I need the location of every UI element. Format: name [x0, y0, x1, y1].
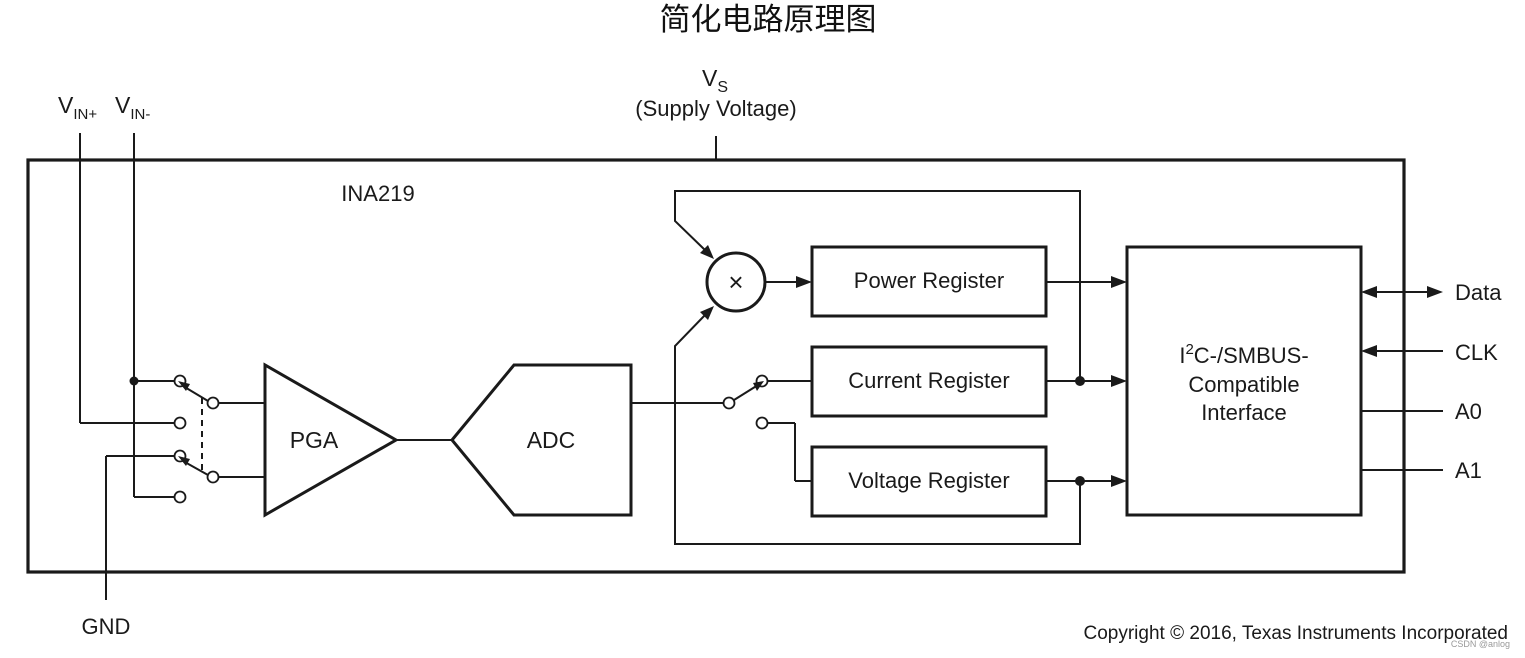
current-register-label: Current Register — [848, 368, 1009, 393]
vin-plus-label: VIN+ — [58, 92, 97, 123]
pga-label: PGA — [290, 427, 339, 453]
chip-outline — [26, 158, 1406, 574]
multiplier-symbol: × — [728, 267, 743, 297]
adc-label: ADC — [527, 427, 576, 453]
pin-a0-label: A0 — [1455, 399, 1482, 424]
supply-label: VS — [702, 65, 728, 96]
i2c-interface-block — [1125, 245, 1363, 517]
pga-amplifier — [263, 362, 400, 518]
register-bus-wiring — [1046, 276, 1127, 487]
chip-name: INA219 — [341, 181, 414, 206]
interface-label-line1: I2C-/SMBUS- — [1179, 341, 1308, 368]
junction-dot — [129, 376, 139, 386]
current-register-block — [810, 345, 1048, 418]
voltage-register-label: Voltage Register — [848, 468, 1009, 493]
input-switch — [173, 374, 265, 504]
adc-block — [450, 363, 633, 517]
pin-a1-label: A1 — [1455, 458, 1482, 483]
interface-label-line3: Interface — [1201, 400, 1287, 425]
pin-wiring — [1361, 286, 1443, 471]
watermark-text: CSDN @anlog — [1451, 639, 1510, 649]
gnd-label: GND — [82, 614, 131, 639]
copyright-text: Copyright © 2016, Texas Instruments Inco… — [1084, 623, 1509, 644]
diagram-title: 简化电路原理图 — [660, 2, 877, 38]
supply-caption: (Supply Voltage) — [635, 96, 796, 121]
register-switch — [722, 374, 812, 482]
power-register-label: Power Register — [854, 268, 1004, 293]
interface-label-line2: Compatible — [1188, 372, 1299, 397]
input-wiring — [79, 133, 174, 600]
pin-clk-label: CLK — [1455, 340, 1498, 365]
vin-minus-label: VIN- — [115, 92, 150, 123]
feedback-wiring — [674, 190, 1081, 545]
pin-data-label: Data — [1455, 280, 1502, 305]
